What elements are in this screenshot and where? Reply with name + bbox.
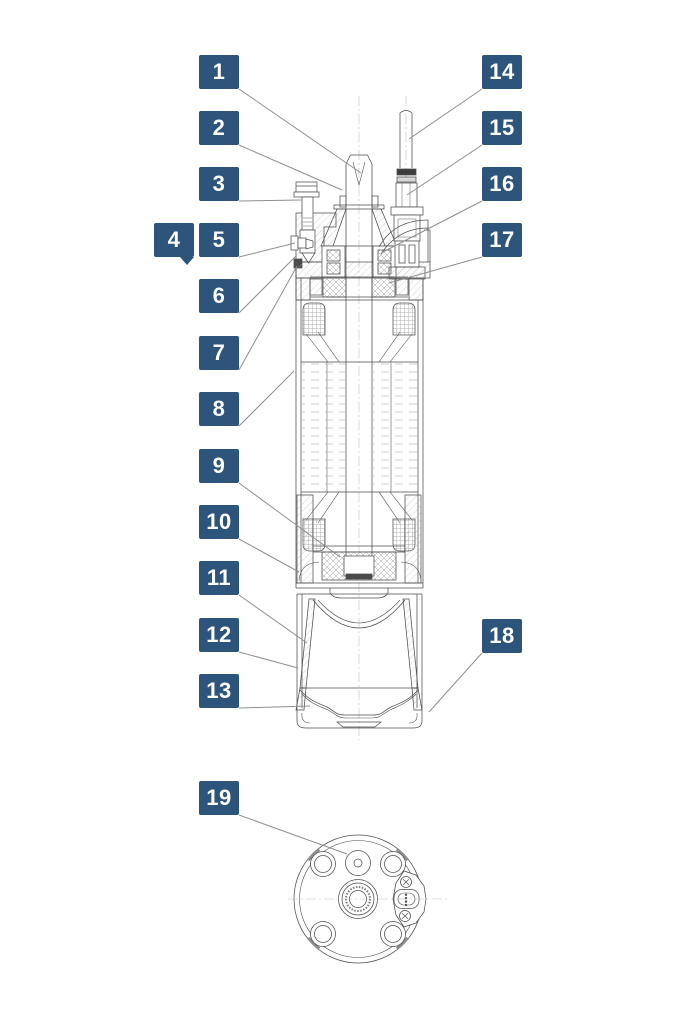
callout-15: 15 — [482, 111, 522, 145]
leader-line-12 — [238, 651, 299, 669]
callout-11: 11 — [199, 561, 239, 595]
callout-9: 9 — [199, 449, 239, 483]
callout-10: 10 — [199, 505, 239, 539]
bottom-view — [288, 834, 448, 964]
callout-7: 7 — [199, 336, 239, 370]
callout-4: 4 — [154, 223, 194, 265]
leader-line-11 — [238, 594, 308, 644]
leader-line-13 — [238, 705, 311, 709]
power-cable — [378, 110, 429, 280]
leader-line-3 — [238, 199, 302, 202]
callout-13: 13 — [199, 674, 239, 708]
callout-5: 5 — [199, 223, 239, 257]
leader-line-14 — [408, 88, 483, 140]
pump-casing — [295, 593, 423, 729]
callout-18: 18 — [482, 619, 522, 653]
callout-6: 6 — [199, 279, 239, 313]
leader-line-18 — [428, 652, 483, 713]
leader-line-6 — [238, 255, 297, 314]
callout-8: 8 — [199, 392, 239, 426]
callout-16: 16 — [482, 167, 522, 201]
leader-line-7 — [238, 265, 298, 371]
motor-section — [295, 262, 424, 599]
leader-line-8 — [238, 370, 295, 427]
callout-17: 17 — [482, 223, 522, 257]
leader-line-10 — [238, 538, 300, 573]
callout-19: 19 — [199, 781, 239, 815]
leader-line-1 — [238, 88, 362, 174]
callout-12: 12 — [199, 618, 239, 652]
discharge-spout — [320, 154, 398, 556]
leader-line-17 — [388, 256, 483, 284]
leader-line-9 — [238, 482, 341, 558]
leader-line-2 — [238, 144, 343, 191]
callout-2: 2 — [199, 111, 239, 145]
callout-3: 3 — [199, 167, 239, 201]
drawing-root — [288, 96, 448, 964]
leader-line-16 — [382, 200, 483, 253]
leader-line-5 — [238, 242, 296, 258]
callout-1: 1 — [199, 55, 239, 89]
callout-14: 14 — [482, 55, 522, 89]
leader-line-19 — [238, 814, 348, 855]
leader-line-15 — [406, 144, 483, 196]
